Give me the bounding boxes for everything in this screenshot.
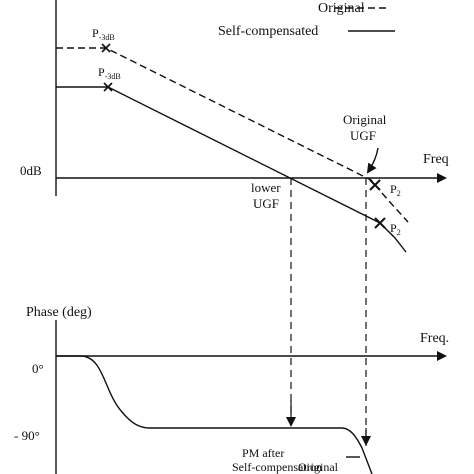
original-ugf-line2: UGF bbox=[350, 128, 376, 143]
phase-tick-minus90: - 90° bbox=[14, 428, 40, 443]
p2-label-original: P2 bbox=[390, 182, 401, 198]
phase-tick-zero: 0° bbox=[32, 361, 44, 376]
p2-marker-selfcomp bbox=[374, 217, 386, 229]
zero-db-label: 0dB bbox=[20, 163, 42, 178]
phase-curve bbox=[56, 355, 373, 474]
original-ugf-line1: Original bbox=[343, 112, 387, 127]
phase-freq-label: Freq. bbox=[420, 331, 449, 346]
p2-label-selfcomp: P2 bbox=[390, 221, 401, 237]
pm-after-line2: Self-compensation bbox=[232, 460, 322, 474]
original-ugf-arrow bbox=[366, 147, 379, 174]
p2-marker-original bbox=[369, 179, 381, 191]
pole-marker-selfcomp bbox=[103, 82, 113, 92]
lower-ugf-line1: lower bbox=[251, 180, 281, 195]
phase-axis-label: Phase (deg) bbox=[26, 305, 92, 320]
pole-marker-original bbox=[101, 43, 111, 53]
pm-after-line1: PM after bbox=[242, 446, 284, 460]
pole-label-selfcomp: P-3dB bbox=[98, 65, 121, 81]
freq-axis-label: Freq bbox=[423, 152, 449, 167]
magnitude-plot: 0dB Freq P-3dB P-3dB P2 P2 lower UGF Ori… bbox=[20, 0, 449, 253]
phase-plot: Phase (deg) Freq. 0° - 90° PM after Self… bbox=[14, 305, 449, 474]
legend: Original Self-compensated bbox=[218, 1, 395, 39]
lower-ugf-line2: UGF bbox=[253, 196, 279, 211]
pm-original-label: Original bbox=[298, 460, 339, 474]
legend-selfcomp-label: Self-compensated bbox=[218, 24, 318, 39]
pole-label-original: P-3dB bbox=[92, 26, 115, 42]
